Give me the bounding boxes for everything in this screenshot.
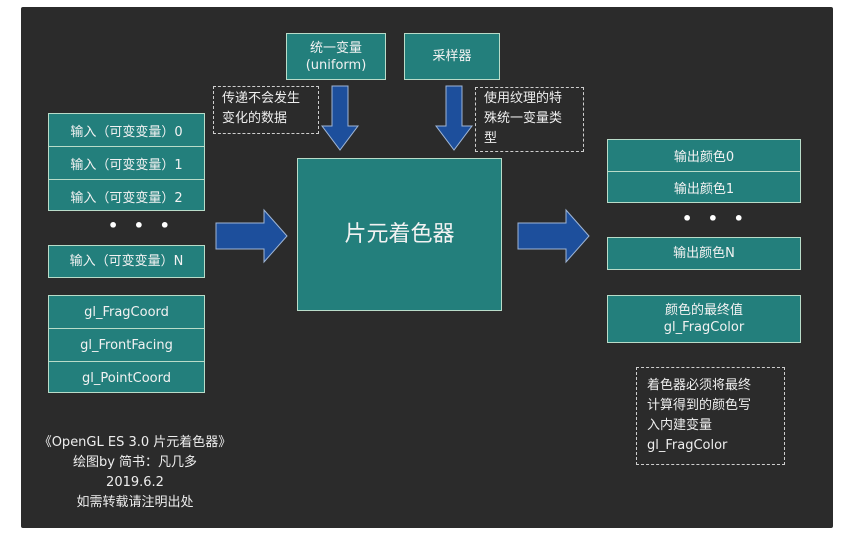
- credits-title: 《OpenGL ES 3.0 片元着色器》: [38, 435, 232, 450]
- sampler-note-line3: 型: [484, 131, 498, 146]
- sampler-box-label: 采样器: [432, 49, 472, 64]
- output-note-line3: 入内建变量: [647, 418, 713, 433]
- uniform-box-line1: 统一变量: [309, 40, 362, 56]
- uniform-box: 统一变量 (uniform): [286, 33, 386, 80]
- builtin-point-coord: gl_PointCoord: [82, 371, 171, 386]
- credits-notice: 如需转载请注明出处: [76, 495, 194, 510]
- output-color-n-label: 输出颜色N: [673, 246, 735, 261]
- uniform-note-line2: 变化的数据: [222, 111, 288, 126]
- output-color-0: 输出颜色0: [608, 140, 800, 172]
- uniform-box-line2: (uniform): [305, 57, 367, 73]
- uniform-down-arrow: [321, 85, 359, 151]
- fragment-shader-label: 片元着色器: [344, 222, 455, 247]
- inputs-ellipsis: • • •: [108, 216, 175, 235]
- input-right-arrow: [215, 208, 288, 264]
- credits: 《OpenGL ES 3.0 片元着色器》 绘图by 简书：凡几多 2019.6…: [30, 433, 240, 513]
- output-right-arrow: [517, 208, 590, 264]
- varying-input-1: 输入（可变变量）1: [49, 147, 204, 180]
- sampler-note-line1: 使用纹理的特: [484, 91, 563, 106]
- output-note-line1: 着色器必须将最终: [647, 378, 752, 393]
- credits-author: 绘图by 简书：凡几多: [72, 455, 198, 470]
- final-color-line1: 颜色的最终值: [664, 303, 743, 318]
- output-color-n: 输出颜色N: [607, 237, 801, 270]
- sampler-note-line2: 殊统一变量类: [484, 111, 563, 126]
- varying-input-n: 输入（可变变量）N: [48, 245, 205, 278]
- uniform-note: 传递不会发生 变化的数据: [213, 86, 319, 134]
- uniform-note-line1: 传递不会发生: [222, 91, 301, 106]
- final-color-line2: gl_FragColor: [663, 320, 745, 335]
- outputs-ellipsis: • • •: [682, 209, 749, 228]
- sampler-note: 使用纹理的特 殊统一变量类 型: [475, 87, 584, 152]
- varying-input-0: 输入（可变变量）0: [49, 114, 204, 147]
- varying-input-2: 输入（可变变量）2: [70, 191, 183, 206]
- credits-date: 2019.6.2: [106, 475, 164, 490]
- output-color-1: 输出颜色1: [673, 182, 735, 197]
- builtin-frag-coord: gl_FragCoord: [49, 296, 204, 329]
- builtin-inputs-stack: gl_FragCoord gl_FrontFacing gl_PointCoor…: [48, 295, 205, 393]
- sampler-box: 采样器: [404, 33, 500, 80]
- varying-inputs-stack: 输入（可变变量）0 输入（可变变量）1 输入（可变变量）2: [48, 113, 205, 211]
- builtin-front-facing: gl_FrontFacing: [49, 329, 204, 362]
- output-colors-stack: 输出颜色0 输出颜色1: [607, 139, 801, 203]
- output-note-line2: 计算得到的颜色写: [647, 398, 752, 413]
- output-note-line4: gl_FragColor: [647, 438, 728, 453]
- varying-input-n-label: 输入（可变变量）N: [69, 254, 184, 269]
- sampler-down-arrow: [435, 85, 473, 151]
- final-color-box: 颜色的最终值 gl_FragColor: [607, 295, 801, 343]
- output-note: 着色器必须将最终 计算得到的颜色写 入内建变量 gl_FragColor: [636, 367, 785, 465]
- fragment-shader-box: 片元着色器: [297, 158, 502, 311]
